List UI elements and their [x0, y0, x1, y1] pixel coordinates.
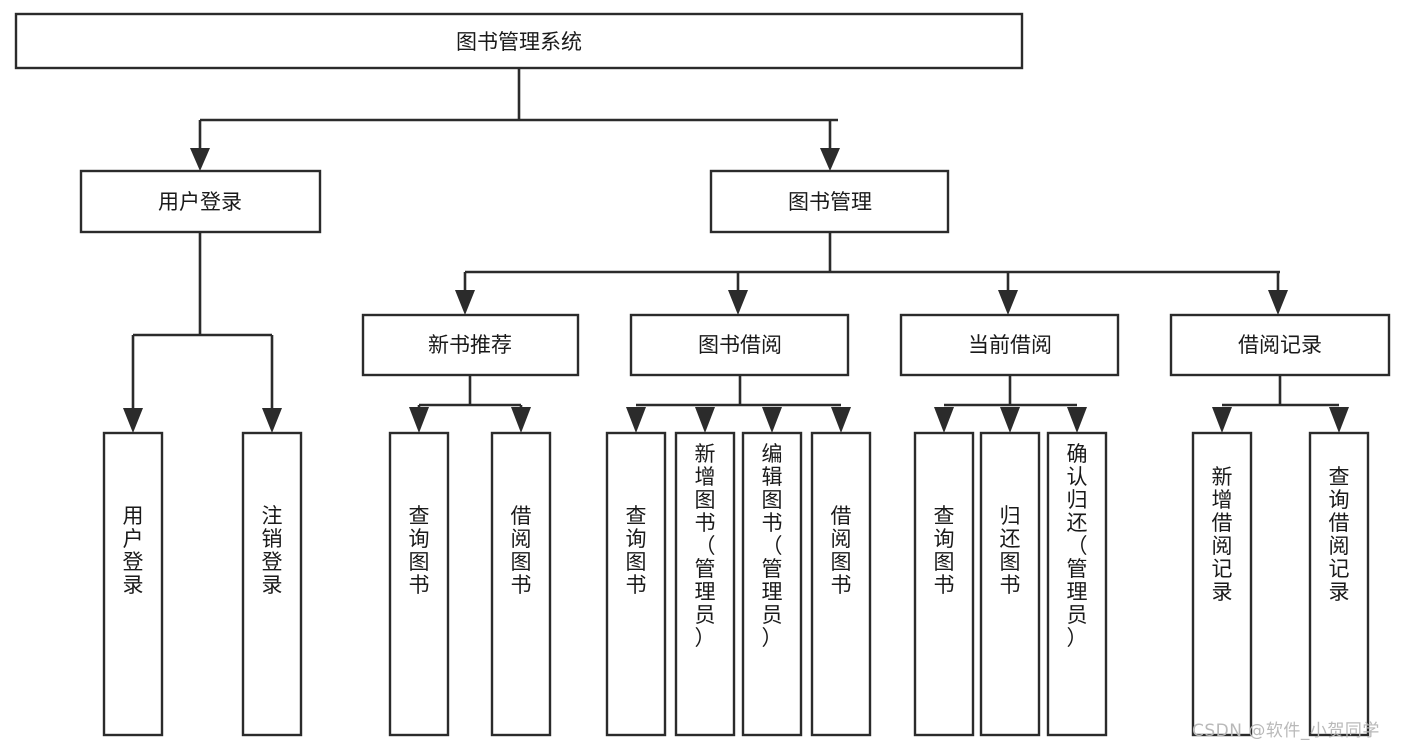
arrowhead-bb-leaf-2 [695, 407, 715, 433]
connector-group-current-borrow [934, 375, 1087, 433]
arrowhead-bb-leaf-3 [762, 407, 782, 433]
node-book-borrow-label: 图书借阅 [698, 333, 782, 357]
connector-group-new-book-recommend [409, 375, 531, 433]
arrowhead-bb-leaf-1 [626, 407, 646, 433]
arrowhead-br-leaf-2 [1329, 407, 1349, 433]
connector-group-borrow-record [1212, 375, 1349, 433]
node-borrow-record[interactable] [1169, 313, 1391, 377]
arrowhead-nbr-leaf-1 [409, 407, 429, 433]
arrowhead-book-mgmt [820, 148, 840, 171]
leaf-box-br-1[interactable] [1191, 431, 1253, 737]
arrowhead-br-leaf-1 [1212, 407, 1232, 433]
leaf-box-br-2[interactable] [1308, 431, 1370, 737]
node-book-borrow[interactable] [629, 313, 850, 377]
watermark: CSDN @软件_小贺同学 [1192, 721, 1380, 741]
arrowhead-bb-leaf-4 [831, 407, 851, 433]
leaf-box-nbr-2[interactable] [490, 431, 552, 737]
arrowhead-leaf-user-login-1 [123, 408, 143, 433]
arrowhead-cb-leaf-2 [1000, 407, 1020, 433]
connector-group-book-mgmt [455, 232, 1288, 315]
connector-group-user-login [123, 232, 282, 433]
node-root-label: 图书管理系统 [456, 30, 582, 54]
arrowhead-book-borrow [728, 290, 748, 315]
arrowhead-borrow-record [1268, 290, 1288, 315]
node-new-book-recommend-label: 新书推荐 [428, 333, 512, 357]
node-book-management[interactable] [709, 169, 950, 234]
leaf-box-user-login-1[interactable] [102, 431, 164, 737]
leaf-box-user-login-2[interactable] [241, 431, 303, 737]
leaf-box-cb-2[interactable] [979, 431, 1041, 737]
node-book-management-label: 图书管理 [788, 190, 872, 214]
node-current-borrow[interactable] [899, 313, 1120, 377]
node-new-book-recommend[interactable] [361, 313, 580, 377]
arrowhead-user-login [190, 148, 210, 171]
connector-group-book-borrow [626, 375, 851, 433]
arrowhead-cb-leaf-1 [934, 407, 954, 433]
arrowhead-cb-leaf-3 [1067, 407, 1087, 433]
node-current-borrow-label: 当前借阅 [968, 333, 1052, 357]
node-root[interactable] [14, 12, 1024, 70]
leaf-box-cb-3[interactable] [1046, 431, 1108, 737]
leaf-box-cb-1[interactable] [913, 431, 975, 737]
arrowhead-new-book-recommend [455, 290, 475, 315]
arrowhead-current-borrow [998, 290, 1018, 315]
leaf-box-bb-1[interactable] [605, 431, 667, 737]
leaf-box-bb-2[interactable] [674, 431, 736, 737]
node-user-login[interactable] [79, 169, 322, 234]
leaf-box-nbr-1[interactable] [388, 431, 450, 737]
node-user-login-label: 用户登录 [158, 190, 242, 214]
node-borrow-record-label: 借阅记录 [1238, 333, 1322, 357]
arrowhead-leaf-user-login-2 [262, 408, 282, 433]
leaf-box-bb-4[interactable] [810, 431, 872, 737]
arrowhead-nbr-leaf-2 [511, 407, 531, 433]
connector-group-root [190, 68, 840, 171]
leaf-box-bb-3[interactable] [741, 431, 803, 737]
